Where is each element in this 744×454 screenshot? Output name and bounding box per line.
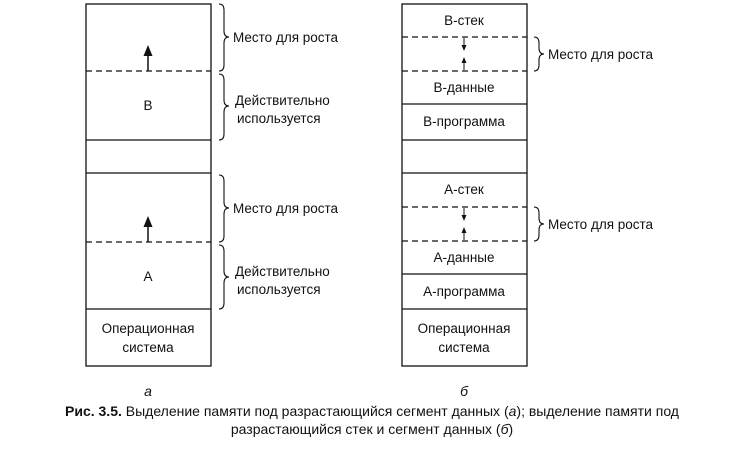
figure-caption: Рис. 3.5. Выделение памяти под разрастаю… [0,402,744,438]
diagram-a: B A Операционная система Место для роста… [85,3,339,399]
os-label-line1: Операционная [418,321,511,336]
region-b-program-label: B-программа [423,114,505,129]
region-a-label: A [143,269,152,284]
up-arrow-icon [143,216,153,242]
os-label-line2: система [122,340,174,355]
diagram-a-outline [85,3,212,367]
annotation-used-bottom-line1: Действительно [235,264,330,279]
caption-text: ) [508,421,514,437]
annotation-growth-b: Место для роста [548,47,654,62]
up-arrow-icon [461,227,467,240]
up-arrow-icon [143,45,153,71]
down-arrow-icon [461,208,467,221]
subfigure-label-a: а [144,383,152,399]
os-label-line2: система [438,340,490,355]
brace-growth-b [533,36,545,72]
caption-ref-a: а [508,403,517,419]
brace-growth-a [533,206,545,242]
annotation-used-top-line2: используется [237,111,321,126]
caption-ref-b: б [500,421,509,437]
brace-used-bottom [218,244,230,310]
caption-line1: Рис. 3.5. Выделение памяти под разрастаю… [0,402,744,420]
diagram-b-outline [401,3,528,367]
down-arrow-icon [461,38,467,51]
brace-growth-top [218,3,230,72]
annotation-growth-top: Место для роста [233,30,339,45]
annotation-growth-a: Место для роста [548,217,654,232]
caption-text: Выделение памяти под разрастающийся сегм… [121,403,509,419]
caption-line2: разрастающийся стек и сегмент данных (б) [0,420,744,438]
region-a-data-label: A-данные [433,250,494,265]
caption-text: разрастающийся стек и сегмент данных ( [230,421,501,437]
up-arrow-icon [461,57,467,70]
region-a-program-label: A-программа [423,284,505,299]
caption-figure-number: Рис. 3.5. [65,403,122,419]
brace-used-top [218,73,230,141]
region-a-stack-label: A-стек [444,182,484,197]
region-b-stack-label: B-стек [444,13,484,28]
region-b-data-label: B-данные [433,80,494,95]
subfigure-label-b: б [460,383,469,399]
annotation-used-bottom-line2: используется [237,282,321,297]
os-label-line1: Операционная [102,321,195,336]
annotation-used-top-line1: Действительно [235,93,330,108]
region-b-label: B [143,98,152,113]
caption-text: ); выделение памяти под [516,403,679,419]
diagram-b: B-стек B-данные B-программа A-стек A-дан… [401,3,654,399]
annotation-growth-bottom: Место для роста [233,201,339,216]
brace-growth-bottom [218,174,230,243]
